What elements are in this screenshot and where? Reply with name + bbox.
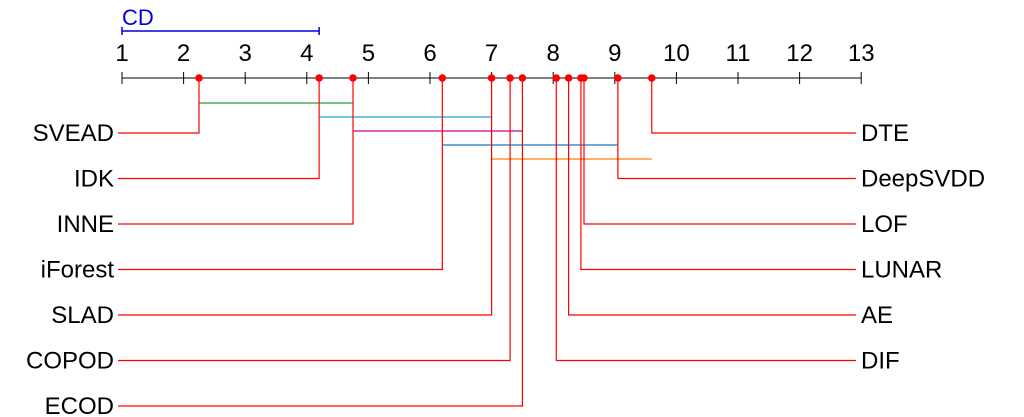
method-leader-line [651,78,856,134]
method-label: SLAD [51,302,114,329]
method-label: AE [861,302,893,329]
rank-marker [195,74,203,82]
tick-label: 6 [423,40,436,67]
tick-label: 11 [726,40,751,67]
method-leader-line [118,78,354,225]
rank-marker [349,74,357,82]
tick-label: 3 [239,40,252,67]
rank-marker [506,74,514,82]
method-leader-line [118,78,511,362]
tick-label: 13 [848,40,875,67]
method-label: DTE [861,120,909,147]
method-leader-line [118,78,523,407]
tick-label: 8 [547,40,560,67]
method-leader-line [583,78,856,225]
rank-marker [614,74,622,82]
rank-marker [487,74,496,82]
method-leader-line [568,78,856,316]
method-leader-line [118,78,493,316]
rank-marker [647,74,656,82]
method-leader-line [555,78,856,362]
tick-label: 10 [663,40,690,67]
cd-label: CD [122,5,154,30]
method-leader-line [617,78,856,180]
method-label: DeepSVDD [861,166,985,193]
rank-marker [577,74,585,82]
method-label: INNE [57,211,114,238]
tick-label: 7 [485,40,498,67]
tick-label: 2 [177,40,190,67]
tick-label: 1 [115,40,128,67]
tick-label: 5 [362,40,375,67]
method-leader-line [118,78,320,180]
method-leader-line [118,78,443,271]
method-label: LUNAR [861,257,942,284]
critical-difference-bar: CD [121,5,320,35]
rank-marker [438,74,447,82]
method-leader-line [118,78,200,134]
rank-marker [564,74,573,82]
rank-marker [518,74,527,82]
rank-markers [195,74,656,82]
method-label: SVEAD [33,120,114,147]
rank-marker [315,74,323,82]
tick-label: 12 [786,40,813,67]
method-label: ECOD [45,393,114,417]
method-label: DIF [861,348,900,375]
method-label: LOF [861,211,908,238]
rank-marker [552,74,561,82]
method-label: COPOD [26,348,114,375]
clique-lines [199,102,652,160]
tick-label: 4 [300,40,313,67]
method-label: iForest [41,257,115,284]
tick-label: 9 [608,40,621,67]
method-label: IDK [74,166,114,193]
method-leader-line [580,78,856,271]
